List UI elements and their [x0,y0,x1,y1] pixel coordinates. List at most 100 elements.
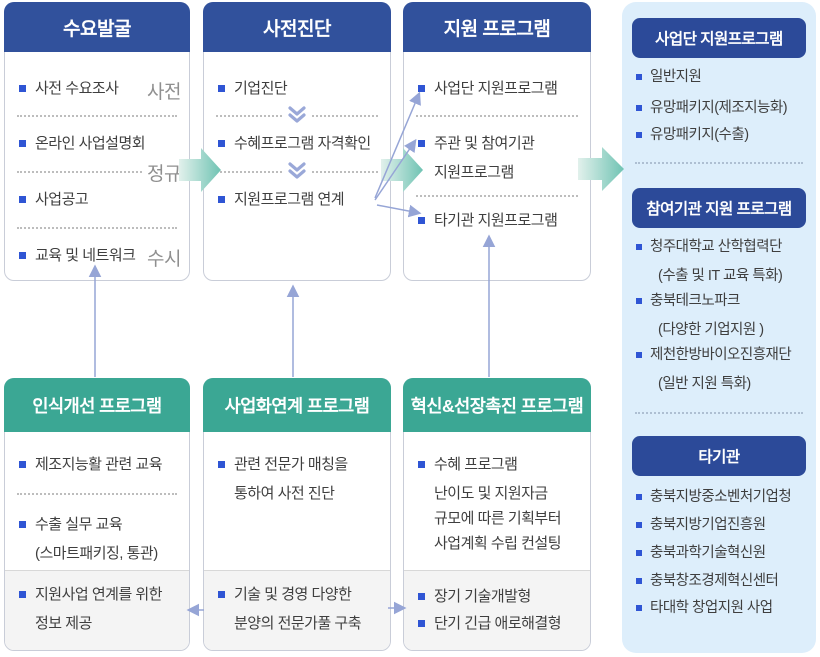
item-label: 지원사업 연계를 위한 [35,586,163,603]
box-awareness-footer: 지원사업 연계를 위한 정보 제공 [5,570,189,650]
item-label: 유망패키지(제조지능화) [650,100,788,116]
item-label: 충북테크노파크 [650,293,740,309]
square-bullet-icon [19,140,26,147]
list-item: 유망패키지(수출) [636,126,812,145]
item-label: 사업공고 [35,191,89,208]
item-label: 유망패키지(수출) [650,127,749,143]
list-item: 기업진단 [218,79,384,99]
square-bullet-icon [418,461,425,468]
item-label: 지원프로그램 연계 [234,191,345,208]
item-label-line2: (일반 지원 특화) [658,376,751,392]
dotted-divider [17,227,177,229]
square-bullet-icon [19,461,26,468]
dotted-divider [416,195,578,197]
item-label: 사업단 지원프로그램 [434,80,558,97]
item-label-line3: 규모에 따른 기획부터 [434,510,562,527]
panel-section-title: 사업단 지원프로그램 [632,18,806,58]
item-label-line2: 분양의 전문가풀 구축 [234,615,362,632]
list-item: 수혜 프로그램 [418,455,584,475]
panel-section-title: 타기관 [632,436,806,476]
list-item: 수출 실무 교육 [19,515,183,535]
list-item: 충북과학기술혁신원 [636,544,812,563]
square-bullet-icon [636,522,642,528]
double-chevron-down-icon [284,105,310,125]
list-item: 온라인 사업설명회 [19,134,183,154]
square-bullet-icon [418,217,425,224]
square-bullet-icon [418,140,425,147]
box-pre-diagnosis: 사전진단 기업진단 수혜프로그램 자격확인 지원프로그램 연계 [203,2,391,281]
list-item: 타기관 지원프로그램 [418,211,584,231]
square-bullet-icon [636,244,642,250]
list-item: 사전 수요조사 [19,79,183,99]
double-chevron-down-icon [284,161,310,181]
square-bullet-icon [636,578,642,584]
list-item: 사업단 지원프로그램 [418,79,584,99]
list-item: 교육 및 네트워크 [19,246,183,266]
item-label: 장기 기술개발형 [434,588,531,605]
item-label: 수혜 프로그램 [434,456,518,473]
dotted-divider [17,493,177,495]
list-item: 수혜프로그램 자격확인 [218,134,384,154]
square-bullet-icon [636,298,642,304]
item-label-line2: (스마트패키징, 통관) [35,545,158,562]
box-pre-diagnosis-title: 사전진단 [203,2,391,52]
item-label: 충북과학기술혁신원 [650,545,766,561]
list-item: 관련 전문가 매칭을 [218,455,384,475]
square-bullet-icon [636,550,642,556]
panel-section-title: 참여기관 지원 프로그램 [632,188,806,228]
square-bullet-icon [636,352,642,358]
box-innovation-program: 혁신&선장촉진 프로그램 수혜 프로그램 난이도 및 지원자금 규모에 따른 기… [403,378,591,651]
list-item: 주관 및 참여기관 [418,134,584,154]
item-label: 제천한방바이오진흥재단 [650,347,792,363]
item-label: 온라인 사업설명회 [35,135,146,152]
square-bullet-icon [636,605,642,611]
item-label: 수출 실무 교육 [35,516,123,533]
box-awareness-program: 인식개선 프로그램 제조지능활 관련 교육 수출 실무 교육 (스마트패키징, … [4,378,190,651]
square-bullet-icon [19,521,26,528]
list-item: 충북지방기업진흥원 [636,516,812,535]
square-bullet-icon [636,105,642,111]
box-innovation-footer: 장기 기술개발형 단기 긴급 애로해결형 [404,570,590,650]
item-label: 청주대학교 산학협력단 [650,239,782,255]
box-demand-discovery-title: 수요발굴 [4,2,190,52]
list-item: 기술 및 경영 다양한 [218,585,384,605]
square-bullet-icon [418,85,425,92]
square-bullet-icon [19,85,26,92]
list-item: 유망패키지(제조지능화) [636,99,812,118]
list-item: 타대학 창업지원 사업 [636,599,812,618]
dotted-divider [635,412,803,414]
item-label: 주관 및 참여기관 [434,135,535,152]
box-commercialization-footer: 기술 및 경영 다양한 분양의 전문가풀 구축 [204,570,390,650]
square-bullet-icon [19,591,26,598]
list-item: 제천한방바이오진흥재단 [636,346,812,365]
box-demand-discovery: 수요발굴 사전 수요조사 사전 온라인 사업설명회 정규 사업공고 교육 및 네… [4,2,190,281]
square-bullet-icon [218,85,225,92]
box-awareness-title: 인식개선 프로그램 [4,378,190,432]
box-support-programs-title: 지원 프로그램 [403,2,591,52]
square-bullet-icon [218,591,225,598]
square-bullet-icon [418,593,425,600]
timing-tag-pre: 사전 [142,77,181,104]
dotted-divider [17,115,177,117]
item-label: 단기 긴급 애로해결형 [434,615,562,632]
square-bullet-icon [636,132,642,138]
item-label-line2: (다양한 기업지원 ) [658,322,764,338]
square-bullet-icon [19,252,26,259]
item-label: 타기관 지원프로그램 [434,212,558,229]
square-bullet-icon [218,196,225,203]
box-support-programs: 지원 프로그램 사업단 지원프로그램 주관 및 참여기관 지원프로그램 타기관 … [403,2,591,281]
item-label-line2: 정보 제공 [35,615,92,632]
timing-tag-anytime: 수시 [142,244,181,271]
item-label: 수혜프로그램 자격확인 [234,135,371,152]
item-label: 충북지방중소벤처기업청 [650,489,792,505]
list-item: 청주대학교 산학협력단 [636,238,812,257]
item-label: 교육 및 네트워크 [35,247,136,264]
list-item: 단기 긴급 애로해결형 [418,614,584,634]
square-bullet-icon [418,620,425,627]
square-bullet-icon [218,140,225,147]
square-bullet-icon [19,196,26,203]
item-label: 충북지방기업진흥원 [650,517,766,533]
list-item: 충북창조경제혁신센터 [636,572,812,591]
item-label-line4: 사업계획 수립 컨설팅 [434,535,562,552]
item-label: 사전 수요조사 [35,80,119,97]
